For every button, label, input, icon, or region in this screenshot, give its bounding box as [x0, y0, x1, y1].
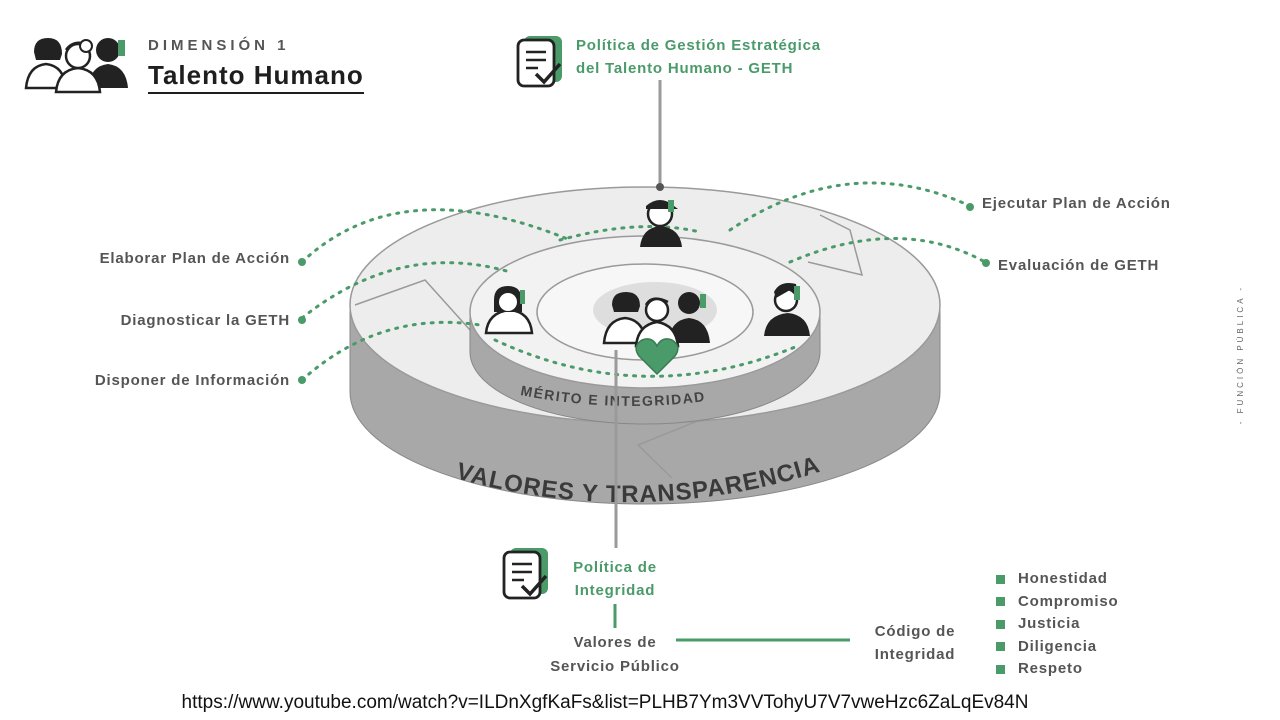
value-label: Compromiso — [1018, 592, 1119, 610]
outer-arrow-left — [354, 279, 471, 331]
header-people-icon — [24, 38, 128, 94]
side-credit: - FUNCIÓN PÚBLICA - — [1236, 285, 1245, 425]
step-disponer: Disponer de Información — [94, 372, 290, 389]
code-node-line2: Integridad — [874, 646, 956, 663]
video-link[interactable]: https://www.youtube.com/watch?v=ILDnXgfK… — [181, 692, 1029, 713]
leader-elaborar — [300, 208, 572, 264]
cycle-dots-top — [558, 225, 702, 242]
policy-geth: Política de Gestión Estratégica del Tale… — [576, 34, 821, 80]
dot-diagnosticar — [298, 316, 306, 324]
values-node-line2: Servicio Público — [550, 658, 680, 675]
dot-elaborar — [298, 258, 306, 266]
list-item: Honestidad — [996, 568, 1119, 591]
outer-arrow-bottom — [636, 419, 701, 479]
person-left-icon — [484, 286, 534, 335]
dot-evaluacion — [982, 259, 990, 267]
person-right-icon — [764, 283, 810, 336]
code-node: Código de Integridad — [862, 620, 968, 666]
document-check-icon — [516, 36, 562, 88]
step-ejecutar: Ejecutar Plan de Acción — [982, 195, 1171, 212]
bullet-square-icon — [996, 664, 1005, 674]
cycle-dots-bottom — [493, 338, 802, 378]
step-diagnosticar: Diagnosticar la GETH — [120, 312, 290, 329]
bullet-square-icon — [996, 574, 1005, 584]
dot-disponer — [298, 376, 306, 384]
policy-integridad-line2: Integridad — [574, 582, 656, 599]
value-label: Honestidad — [1018, 570, 1108, 587]
code-node-line1: Código de — [874, 623, 956, 640]
bullet-square-icon — [996, 619, 1005, 629]
values-node: Valores de Servicio Público — [530, 631, 700, 679]
value-label: Respeto — [1018, 660, 1083, 677]
value-label: Justicia — [1018, 615, 1081, 632]
policy-integridad-line1: Política de — [573, 559, 657, 576]
step-evaluacion: Evaluación de GETH — [998, 257, 1160, 274]
policy-geth-line2: del Talento Humano - GETH — [576, 60, 794, 77]
leader-diagnosticar — [300, 261, 512, 320]
outer-arrow-right — [807, 214, 864, 277]
dimension-label: DIMENSIÓN 1 — [148, 37, 290, 54]
policy-geth-line1: Política de Gestión Estratégica — [576, 37, 821, 54]
page-title: Talento Humano — [148, 60, 364, 94]
list-item: Respeto — [996, 658, 1119, 681]
connector-top-dot — [656, 183, 664, 191]
leader-ejecutar — [728, 181, 972, 232]
list-item: Diligencia — [996, 636, 1119, 659]
center-group-icon — [602, 292, 710, 376]
values-list: Honestidad Compromiso Justicia Diligenci… — [996, 568, 1119, 681]
step-elaborar: Elaborar Plan de Acción — [99, 250, 290, 267]
document-check-icon-bottom — [502, 548, 548, 600]
policy-integridad: Política de Integridad — [560, 556, 670, 602]
dot-ejecutar — [966, 203, 974, 211]
bullet-square-icon — [996, 597, 1005, 607]
person-top-icon — [640, 200, 682, 247]
value-label: Diligencia — [1018, 637, 1097, 655]
heart-icon — [635, 338, 679, 376]
values-node-line1: Valores de — [573, 634, 657, 651]
bullet-square-icon — [996, 642, 1005, 652]
leader-evaluacion — [788, 237, 987, 264]
list-item: Justicia — [996, 613, 1119, 636]
list-item: Compromiso — [996, 591, 1119, 614]
